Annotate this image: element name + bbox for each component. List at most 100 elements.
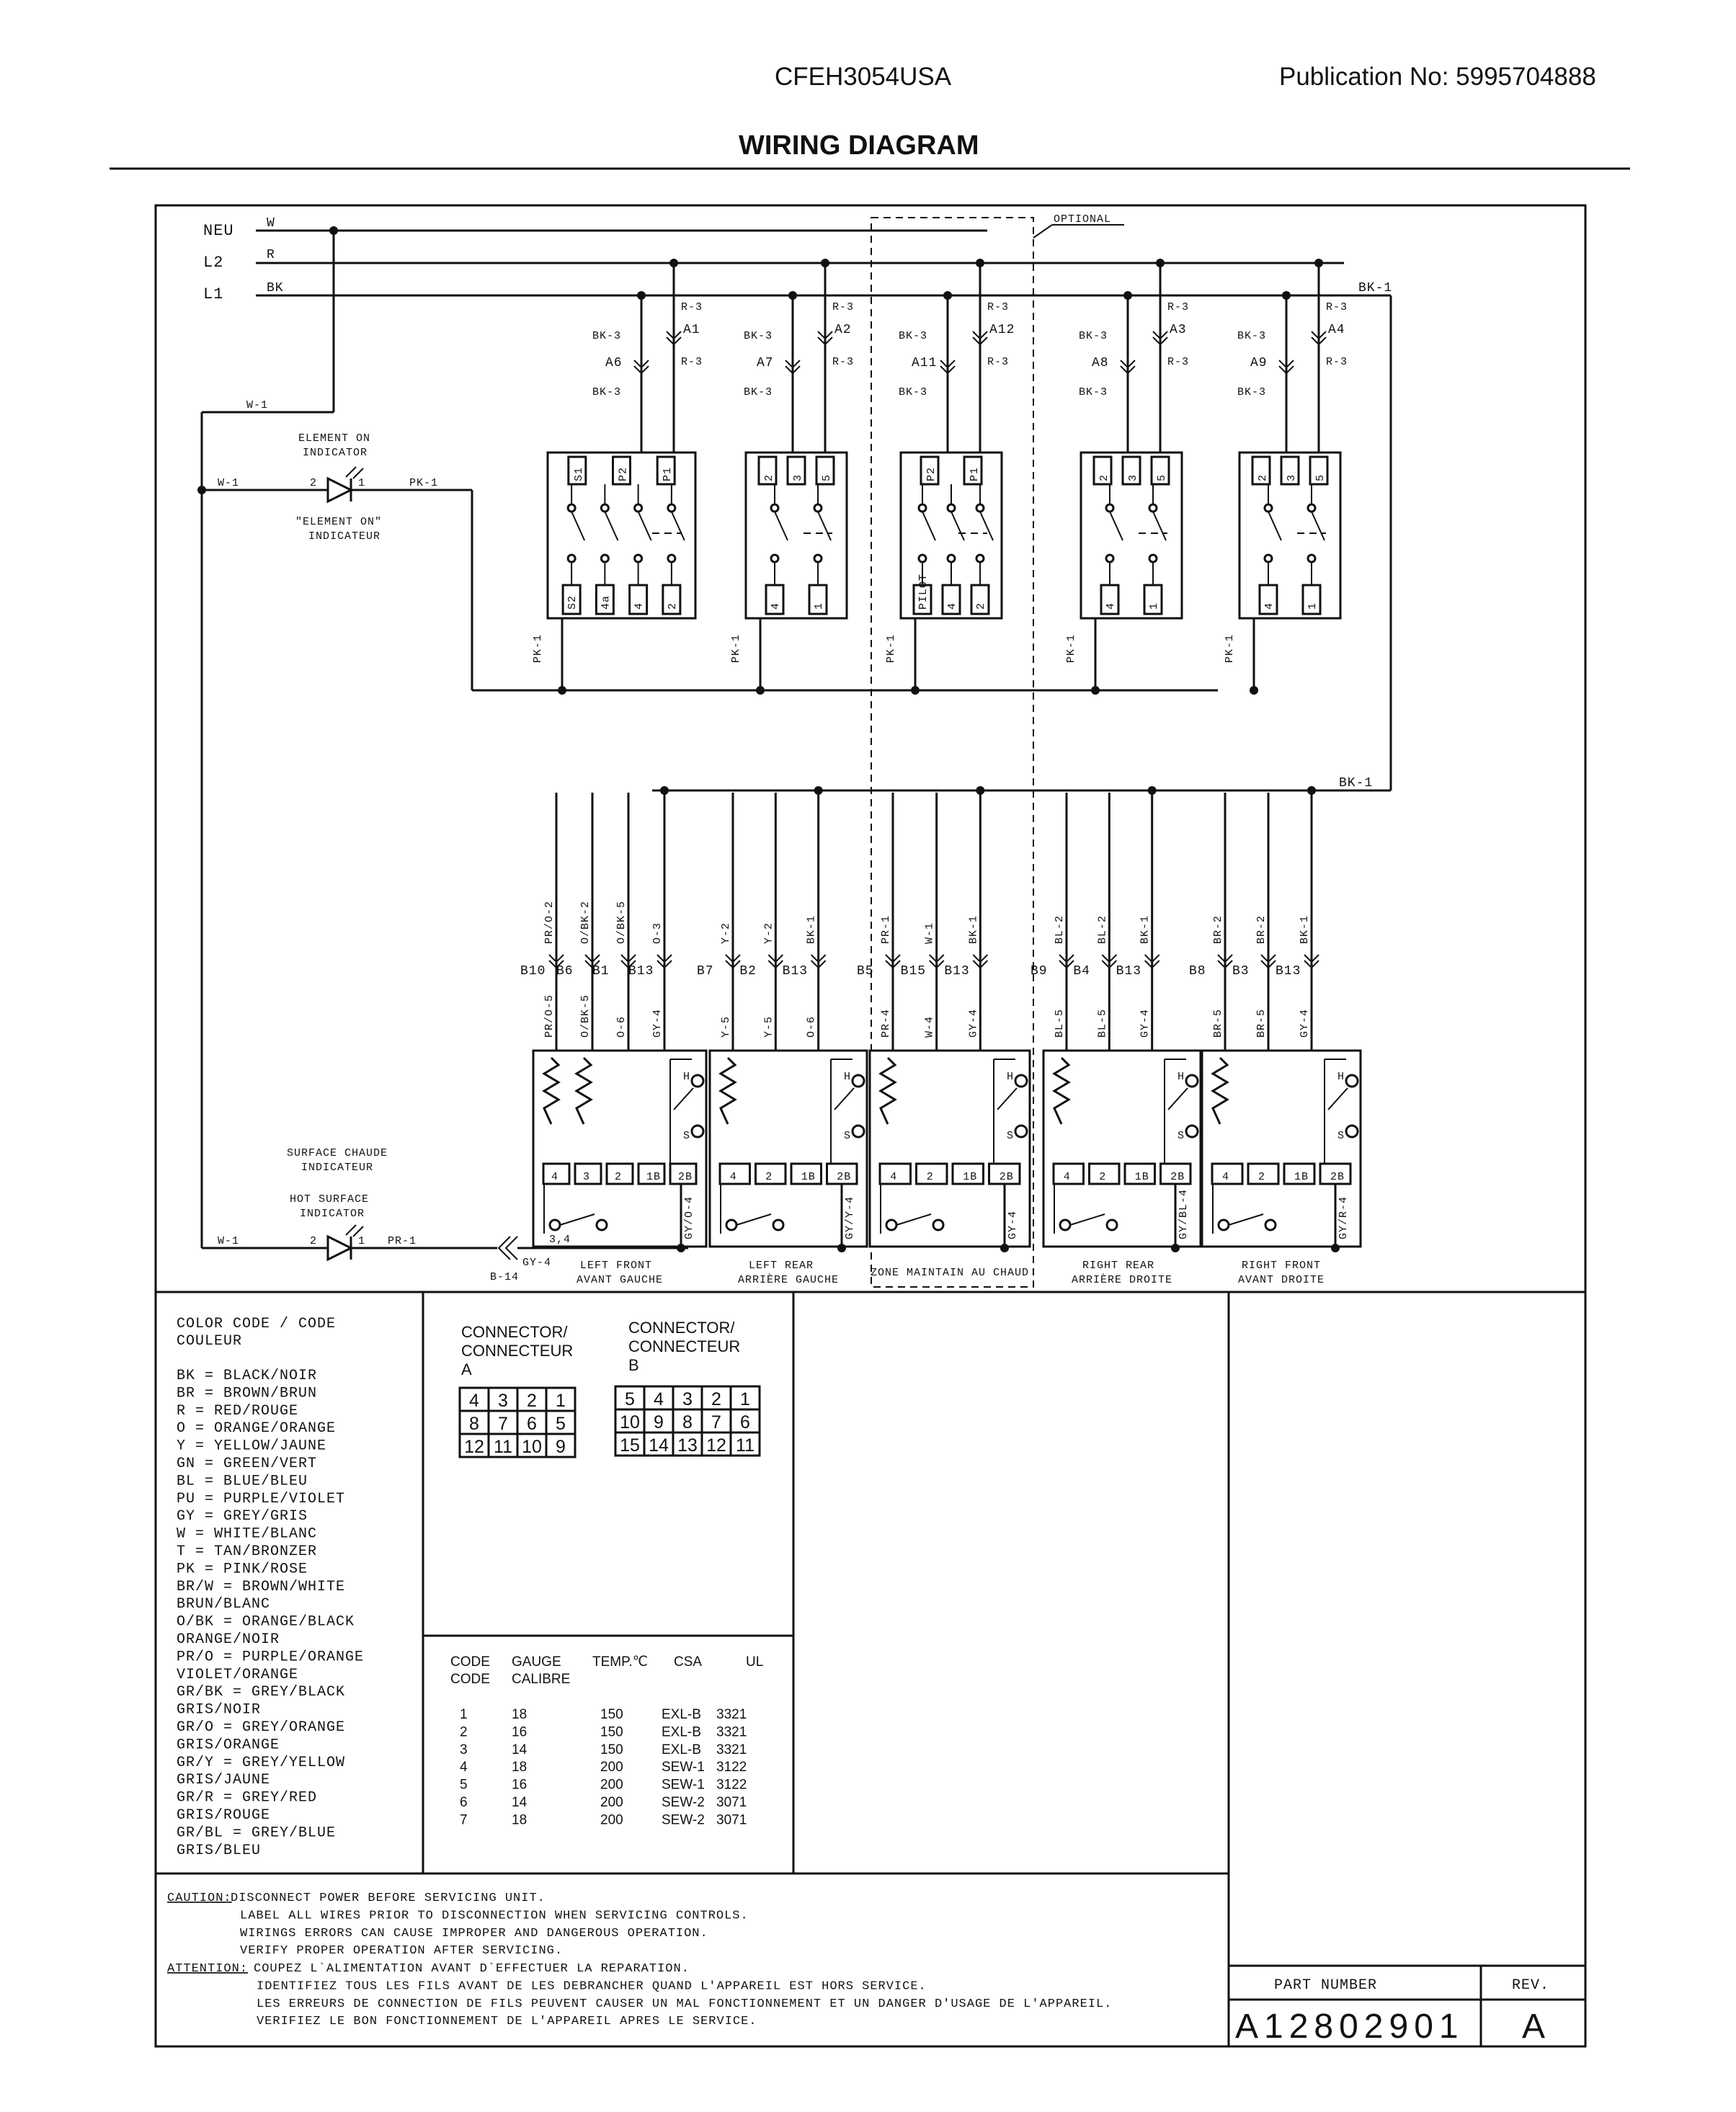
color-code-row: PR/O = PURPLE/ORANGE xyxy=(177,1649,364,1665)
wire-connector-label: B13 xyxy=(628,964,654,979)
color-code-row: GR/BK = GREY/BLACK xyxy=(177,1684,345,1701)
indicator-text: 2 xyxy=(310,477,317,489)
connector-icon xyxy=(666,331,682,346)
switch-terminal-label: P2 xyxy=(618,467,630,481)
gauge-cell: 7 xyxy=(460,1812,468,1827)
wire xyxy=(637,511,652,541)
element-terminal-label: 1B xyxy=(1135,1171,1149,1183)
color-code-row: GN = GREEN/VERT xyxy=(177,1456,317,1472)
indicator-text: 2 xyxy=(310,1235,317,1247)
switch-terminal xyxy=(595,584,615,615)
color-code-row: GRIS/NOIR xyxy=(177,1702,261,1719)
heating-coil-icon xyxy=(542,1056,561,1125)
attention-line: LES ERREURS DE CONNECTION DE FILS PEUVEN… xyxy=(257,1997,1112,2011)
switch-terminal xyxy=(786,455,806,486)
switch-terminal-label: 4 xyxy=(946,602,958,610)
wire-label: R-3 xyxy=(987,356,1009,368)
wire-label: BK-3 xyxy=(744,386,773,398)
attention-line: IDENTIFIEZ TOUS LES FILS AVANT DE LES DE… xyxy=(257,1979,927,1993)
switch-terminal-label: 4a xyxy=(600,595,612,610)
connector-pin-label: 8 xyxy=(682,1412,693,1432)
switch-connector-label: A3 xyxy=(1170,323,1187,337)
color-code-row: Y = YELLOW/JAUNE xyxy=(177,1438,326,1455)
attention-line: VERIFIEZ LE BON FONCTIONNEMENT DE L'APPA… xyxy=(257,2015,757,2028)
wire-label: O/BK-2 xyxy=(579,901,592,944)
element-terminal xyxy=(1283,1162,1316,1185)
connector-pin-label: 9 xyxy=(556,1437,566,1457)
indicator-text: INDICATOR xyxy=(300,1208,365,1220)
wire-label: PK-1 xyxy=(885,634,897,663)
switch-terminal-label: PILOT xyxy=(917,574,930,610)
color-code-row: GRIS/JAUNE xyxy=(177,1772,270,1788)
gauge-cell: 1 xyxy=(460,1707,468,1722)
connector-a-title: A xyxy=(461,1360,472,1378)
switch-terminal-label: P2 xyxy=(925,467,938,481)
wire-label: R-3 xyxy=(1167,301,1189,313)
element-name: RIGHT REAR xyxy=(1082,1260,1154,1272)
gauge-cell: SEW-1 xyxy=(662,1760,705,1775)
heating-coil-icon xyxy=(1211,1056,1229,1125)
wire-label: GY/R-4 xyxy=(1337,1196,1350,1239)
color-code-row: BR/W = BROWN/WHITE xyxy=(177,1579,345,1595)
color-code-title: COLOR CODE / CODE xyxy=(177,1316,336,1332)
thermostat-label: H xyxy=(683,1071,690,1083)
connector-pin-label: 6 xyxy=(740,1412,750,1432)
connector-icon xyxy=(785,360,801,375)
node xyxy=(911,686,920,695)
wire-label: BK-1 xyxy=(806,915,818,944)
contact-icon xyxy=(600,553,610,563)
heating-coil-icon xyxy=(574,1056,593,1125)
element-terminal xyxy=(951,1162,984,1185)
element-terminal xyxy=(1211,1162,1244,1185)
switch-terminal xyxy=(963,455,983,486)
thermostat-label: H xyxy=(1337,1071,1345,1083)
switch-terminal xyxy=(1258,584,1278,615)
contact-icon xyxy=(770,503,780,513)
thermostat-label: S xyxy=(1178,1130,1185,1142)
wire-label: BL-5 xyxy=(1096,1009,1108,1038)
switch-connector-label: A2 xyxy=(834,323,852,337)
wire xyxy=(571,511,586,541)
gauge-cell: 150 xyxy=(600,1707,623,1722)
switch-terminal xyxy=(612,455,631,486)
connector-pin-label: 5 xyxy=(556,1414,566,1434)
wire-label: BK-3 xyxy=(1079,386,1108,398)
connector-pin-label: 2 xyxy=(711,1389,721,1409)
wire-label: BK-3 xyxy=(592,386,621,398)
switch-contact-icon xyxy=(725,1218,738,1231)
gauge-cell: EXL-B xyxy=(662,1707,701,1722)
connector-cell xyxy=(545,1432,577,1458)
page-title: WIRING DIAGRAM xyxy=(739,130,979,161)
color-code-row: O = ORANGE/ORANGE xyxy=(177,1420,336,1437)
node xyxy=(821,259,829,267)
wire-label: GY/O-4 xyxy=(683,1196,695,1239)
wire-label: BK-3 xyxy=(1237,386,1266,398)
color-code-row: W = WHITE/BLANC xyxy=(177,1526,317,1543)
switch-terminal-label: 2 xyxy=(1257,474,1269,481)
switch-terminal-label: P1 xyxy=(969,467,981,481)
contact-icon xyxy=(1263,553,1273,563)
gauge-header: GAUGE xyxy=(512,1654,561,1670)
indicator-text: GY-4 xyxy=(522,1257,551,1269)
connector-pin-label: 2 xyxy=(527,1391,537,1411)
element-terminal xyxy=(574,1162,602,1185)
element-terminal xyxy=(826,1162,858,1185)
wire xyxy=(896,1213,932,1226)
terminal-s-icon xyxy=(690,1124,705,1139)
wire-connector-label: B13 xyxy=(783,964,808,979)
element-terminal-label: 4 xyxy=(890,1171,897,1183)
caution-line: VERIFY PROPER OPERATION AFTER SERVICING. xyxy=(240,1944,563,1958)
connector-pin-label: 1 xyxy=(556,1391,566,1411)
indicator-text: W-1 xyxy=(218,1235,239,1247)
connector-pin-label: 10 xyxy=(620,1412,640,1432)
switch-connector-label: A8 xyxy=(1092,356,1109,370)
contact-icon xyxy=(917,553,927,563)
color-code-row: T = TAN/BRONZER xyxy=(177,1543,317,1560)
